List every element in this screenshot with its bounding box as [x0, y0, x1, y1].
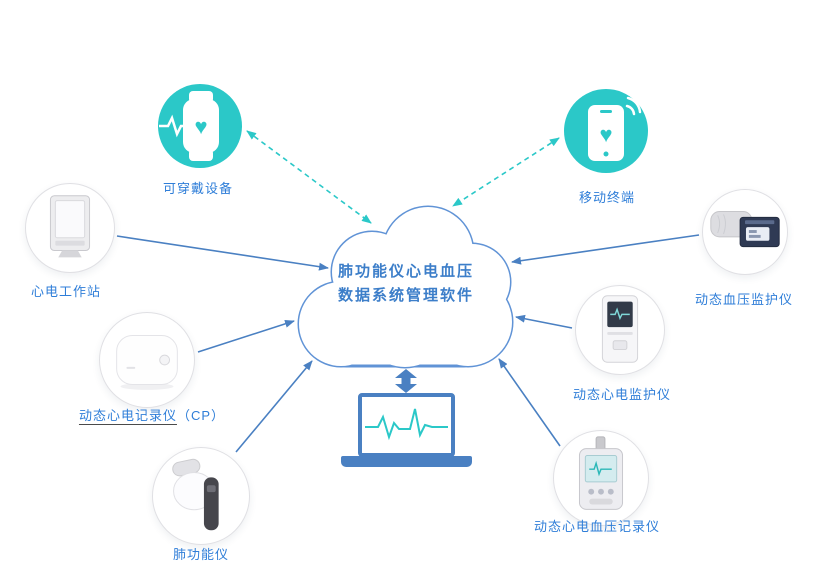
smartwatch-icon: ♥: [159, 91, 219, 161]
heart-glyph: ♥: [599, 122, 612, 147]
arrow-ecgmonitor-cloud: [515, 314, 573, 329]
node-ecg-monitor: [575, 285, 665, 375]
ecg-workstation-icon: [49, 195, 91, 258]
node-cp-recorder: [99, 312, 195, 408]
node-ecg-bp-recorder: [553, 430, 649, 526]
node-ecg-workstation: [25, 183, 115, 273]
node-wearable: ♥: [158, 84, 242, 168]
smartphone-icon: ♥: [588, 96, 642, 161]
arrow-workstation-cloud: [116, 235, 329, 271]
arrow-cp-cloud: [197, 319, 295, 353]
label-bp-monitor: 动态血压监护仪: [694, 292, 794, 307]
arrow-ecgbp-cloud: [498, 358, 561, 447]
double-arrow-cloud-laptop: [395, 369, 417, 393]
laptop-base: [341, 456, 472, 467]
arrow-bp-cloud: [511, 234, 700, 265]
pulmonary-device-icon: [172, 458, 219, 531]
ecg-monitor-icon: [601, 295, 639, 363]
arrow-pulmonary-cloud: [235, 360, 313, 453]
laptop-screen: [358, 393, 455, 457]
ecg-bp-recorder-icon: [578, 436, 624, 510]
cp-recorder-icon: [116, 335, 178, 390]
node-pulmonary: [152, 447, 250, 545]
label-cp-recorder-suffix: （CP）: [176, 408, 226, 423]
label-ecg-workstation: 心电工作站: [30, 284, 102, 299]
bp-monitor-icon: [710, 211, 780, 248]
label-ecg-monitor: 动态心电监护仪: [572, 387, 672, 402]
cloud-title: 肺功能仪心电血压 数据系统管理软件: [338, 260, 474, 308]
node-bp-monitor: [702, 189, 788, 275]
label-ecg-bp-recorder: 动态心电血压记录仪: [533, 519, 661, 534]
label-wearable: 可穿戴设备: [162, 181, 234, 196]
node-mobile: ♥: [564, 89, 648, 173]
label-cp-recorder: 动态心电记录仪（CP）: [78, 405, 226, 425]
cloud-title-line2: 数据系统管理软件: [337, 287, 475, 304]
laptop-ecg-icon: [365, 408, 448, 441]
arrow-wearable-cloud: [246, 130, 372, 224]
label-pulmonary: 肺功能仪: [172, 547, 230, 562]
label-cp-recorder-main: 动态心电记录仪: [78, 408, 177, 425]
label-mobile: 移动终端: [578, 190, 636, 205]
arrow-mobile-cloud: [452, 137, 560, 207]
heart-glyph: ♥: [194, 114, 207, 139]
cloud-title-line1: 肺功能仪心电血压: [337, 263, 475, 280]
